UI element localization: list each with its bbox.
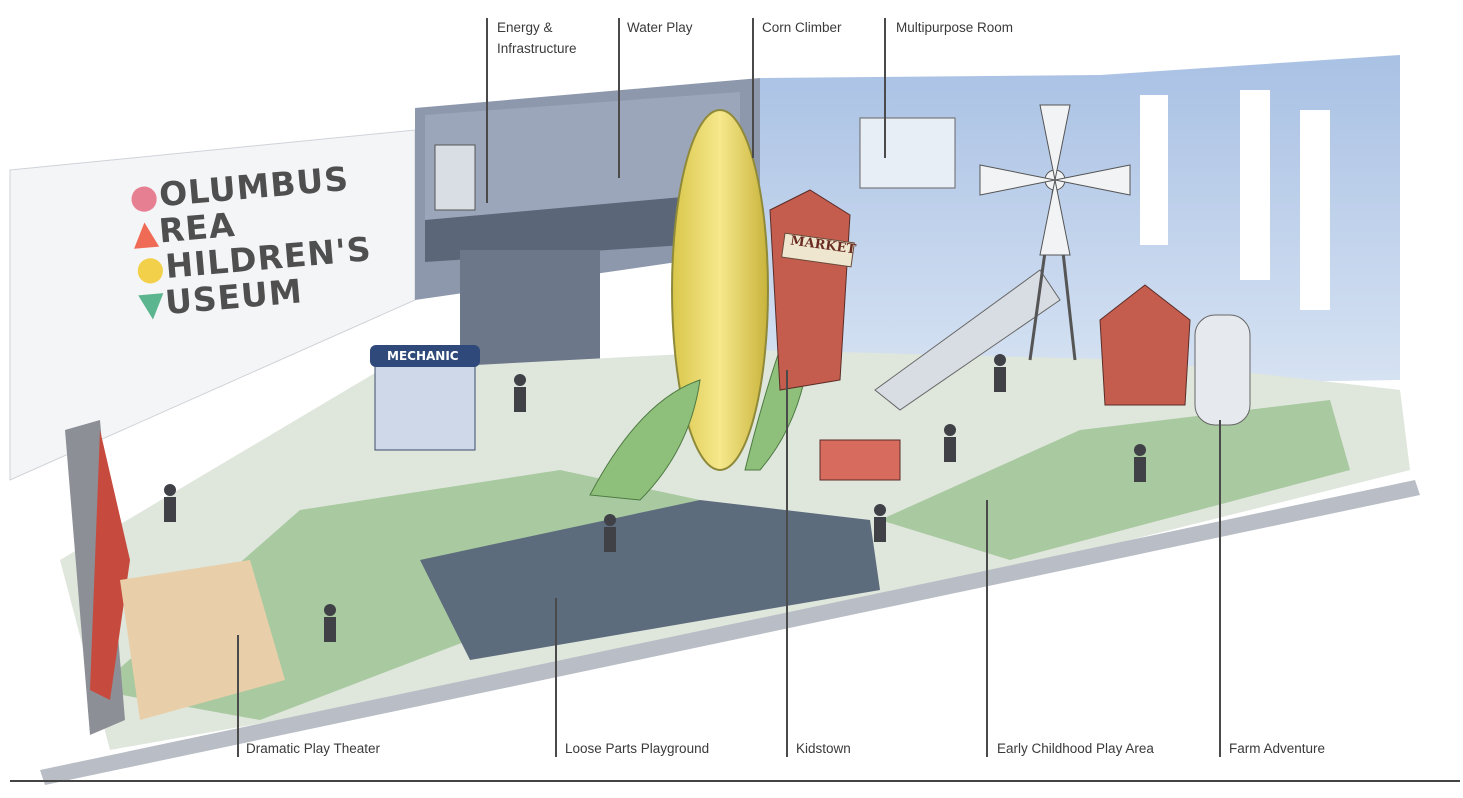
multipurpose-leader-line bbox=[884, 18, 886, 158]
bottom-divider bbox=[10, 780, 1460, 782]
label-loose-parts-playground: Loose Parts Playground bbox=[565, 741, 710, 756]
label-water-play: Water Play bbox=[627, 20, 693, 35]
theater-leader-line bbox=[237, 635, 239, 757]
water-leader-line bbox=[618, 18, 620, 178]
farm-leader-line bbox=[1219, 420, 1221, 757]
label-kidstown: Kidstown bbox=[796, 741, 851, 756]
loose-parts-leader-line bbox=[555, 598, 557, 757]
label-farm-adventure: Farm Adventure bbox=[1229, 741, 1326, 756]
corn-leader-line bbox=[752, 18, 754, 158]
kidstown-leader-line bbox=[786, 370, 788, 757]
early-childhood-leader-line bbox=[986, 500, 988, 757]
label-early-childhood-play-area: Early Childhood Play Area bbox=[997, 741, 1154, 756]
mechanic-sign: MECHANIC bbox=[387, 349, 459, 363]
label-multipurpose-room: Multipurpose Room bbox=[896, 20, 1014, 35]
label-energy-infrastructure: Energy &Infrastructure bbox=[497, 20, 577, 56]
label-corn-climber: Corn Climber bbox=[762, 20, 842, 35]
energy-leader-line bbox=[486, 18, 488, 203]
museum-logo: ●OLUMBUS ▲REA ●HILDREN'S ▼USEUM bbox=[128, 159, 376, 325]
label-dramatic-play-theater: Dramatic Play Theater bbox=[246, 741, 381, 756]
